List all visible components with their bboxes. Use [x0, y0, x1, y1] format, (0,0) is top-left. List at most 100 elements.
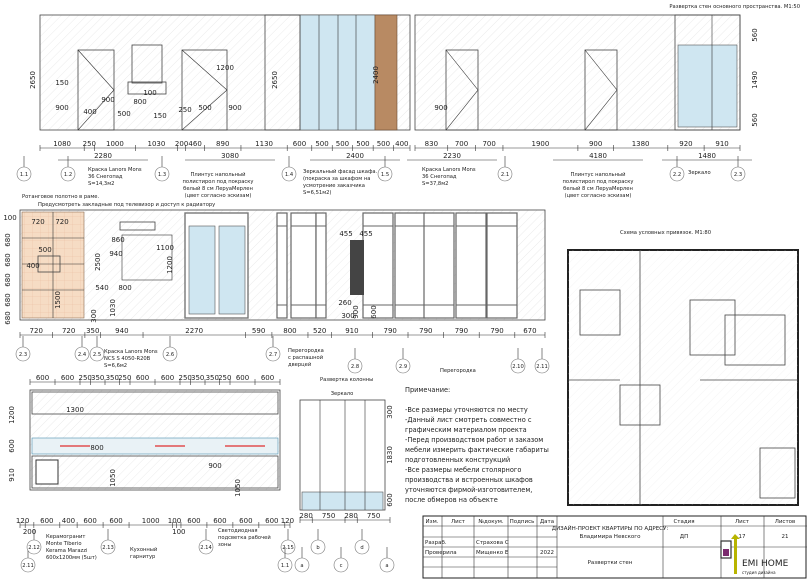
callout-text: Краска Lanors Mons — [104, 349, 158, 355]
axis-marker — [16, 166, 32, 182]
axis-marker — [198, 539, 214, 555]
dimension-label: 750 — [367, 512, 380, 520]
callout-text: (покраска за шкафом на — [303, 176, 370, 182]
dimension-label: 150 — [153, 112, 166, 120]
axis-marker — [280, 539, 296, 555]
axis-marker — [26, 539, 42, 555]
title-block-role: Разраб. — [425, 540, 447, 546]
axis-label: 2.8 — [351, 364, 359, 370]
dimension-label: 100 — [168, 517, 181, 525]
title-block-header: Лист — [451, 519, 466, 525]
callout-text: Предусмотреть закладные под телевизор и … — [38, 202, 215, 208]
dimension-label: 600 — [239, 517, 252, 525]
axis-label: 2.11 — [536, 364, 548, 370]
dimension-label: 600 — [161, 374, 174, 382]
dimension-label: 350 — [191, 374, 204, 382]
dimension-label: 900 — [434, 104, 447, 112]
dimension-label: 720 — [31, 218, 44, 226]
note-line: производства и встроенных шкафов — [405, 476, 533, 484]
dimension-label: 600 — [61, 374, 74, 382]
dimension-label: 900 — [352, 305, 360, 318]
dimension-label: 350 — [106, 374, 119, 382]
axis-marker — [310, 539, 326, 555]
dimension-label: 250 — [79, 374, 92, 382]
axis-marker — [354, 539, 370, 555]
elevation-middle — [19, 209, 546, 321]
dimension-label: 1000 — [106, 140, 124, 148]
callout-text: Светодиодная — [218, 528, 257, 534]
callout-text: белый 8 см ЛеруаМерлен — [183, 185, 253, 192]
dimension-label: 830 — [425, 140, 438, 148]
dimension-label: 2500 — [94, 253, 102, 271]
dimension-label: 280 — [299, 512, 312, 520]
dimension-label: 600 — [109, 517, 122, 525]
dimension-label: 100 — [172, 528, 185, 536]
axis-label: 1.2 — [64, 172, 72, 178]
dimension-label: 1130 — [255, 140, 273, 148]
dimension-label: 720 — [55, 218, 68, 226]
dimension-label: 2650 — [29, 71, 37, 89]
dimension-label: 300 — [386, 405, 394, 418]
dimension-label: 500 — [315, 140, 328, 148]
dimension-label: 900 — [589, 140, 602, 148]
callout-text: Перегородка — [440, 368, 476, 374]
dimension-label: 680 — [4, 233, 12, 246]
mirror — [131, 44, 163, 84]
dimension-label: 600 — [261, 374, 274, 382]
callout-text: с распашной — [288, 354, 323, 361]
dimension-label: 350 — [91, 374, 104, 382]
dimension-label: 940 — [109, 250, 122, 258]
sheet-label: Лист — [735, 519, 750, 525]
axis-marker — [497, 166, 513, 182]
project-address: Владимира Невского — [579, 534, 641, 540]
axis-marker — [294, 557, 310, 573]
callout-text: Kerama Marazzi — [46, 548, 87, 554]
dimension-label: 460 — [188, 140, 201, 148]
callout-text: усмотрение заказчика — [303, 183, 365, 189]
callout-text: Плинтус напольный — [191, 171, 246, 178]
dimension-label: 500 — [38, 246, 51, 254]
dimension-label: 1480 — [698, 152, 716, 160]
axis-label: 2.4 — [78, 352, 87, 358]
callout-text: S=14,3м2 — [88, 181, 114, 187]
note-line: -Данный лист смотреть совместно с — [405, 416, 532, 424]
axis-marker — [534, 358, 550, 374]
oven — [35, 459, 59, 485]
callout-text: Плинтус напольный — [571, 171, 626, 178]
axis-marker — [730, 166, 746, 182]
dimension-label: 1000 — [142, 517, 160, 525]
dimension-label: 560 — [751, 28, 759, 41]
dimension-label: 280 — [344, 512, 357, 520]
title-block-date: 2022 — [540, 550, 554, 556]
dimension-label: 900 — [55, 104, 68, 112]
axis-label: b — [316, 545, 320, 551]
dimension-label: 600 — [136, 374, 149, 382]
note-line: уточняются фирмой-изготовителем, — [405, 486, 532, 494]
dimension-label: 600 — [40, 517, 53, 525]
dimension-label: 2270 — [185, 327, 203, 335]
column-mirror-label: Зеркало — [331, 391, 354, 397]
axis-marker — [377, 166, 393, 182]
dimension-label: 910 — [8, 468, 16, 481]
floor-plan — [567, 249, 799, 506]
dimension-label: 1030 — [109, 299, 117, 317]
axis-marker — [89, 346, 105, 362]
axis-label: 2.13 — [102, 545, 114, 551]
note-line: -Перед производством работ и заказом — [405, 436, 543, 444]
notes: Примечание: -Все размеры уточняются по м… — [405, 386, 549, 504]
radiator — [350, 240, 364, 295]
dimension-label: 120 — [281, 517, 294, 525]
dimension-label: 2400 — [372, 66, 380, 84]
dimension-label: 600 — [8, 439, 16, 452]
callout-text: полистирол под покраску — [183, 179, 254, 185]
dimension-label: 680 — [4, 293, 12, 306]
dimension-label: 350 — [206, 374, 219, 382]
axis-marker — [333, 557, 349, 573]
callout-text: Ротанговое полотно в раме. — [22, 194, 99, 200]
callout-text: Керамогранит — [46, 534, 85, 540]
callout-text: Monte Tiberio — [46, 541, 82, 547]
dimension-label: 910 — [345, 327, 358, 335]
callout-text: дверцей — [288, 361, 311, 368]
